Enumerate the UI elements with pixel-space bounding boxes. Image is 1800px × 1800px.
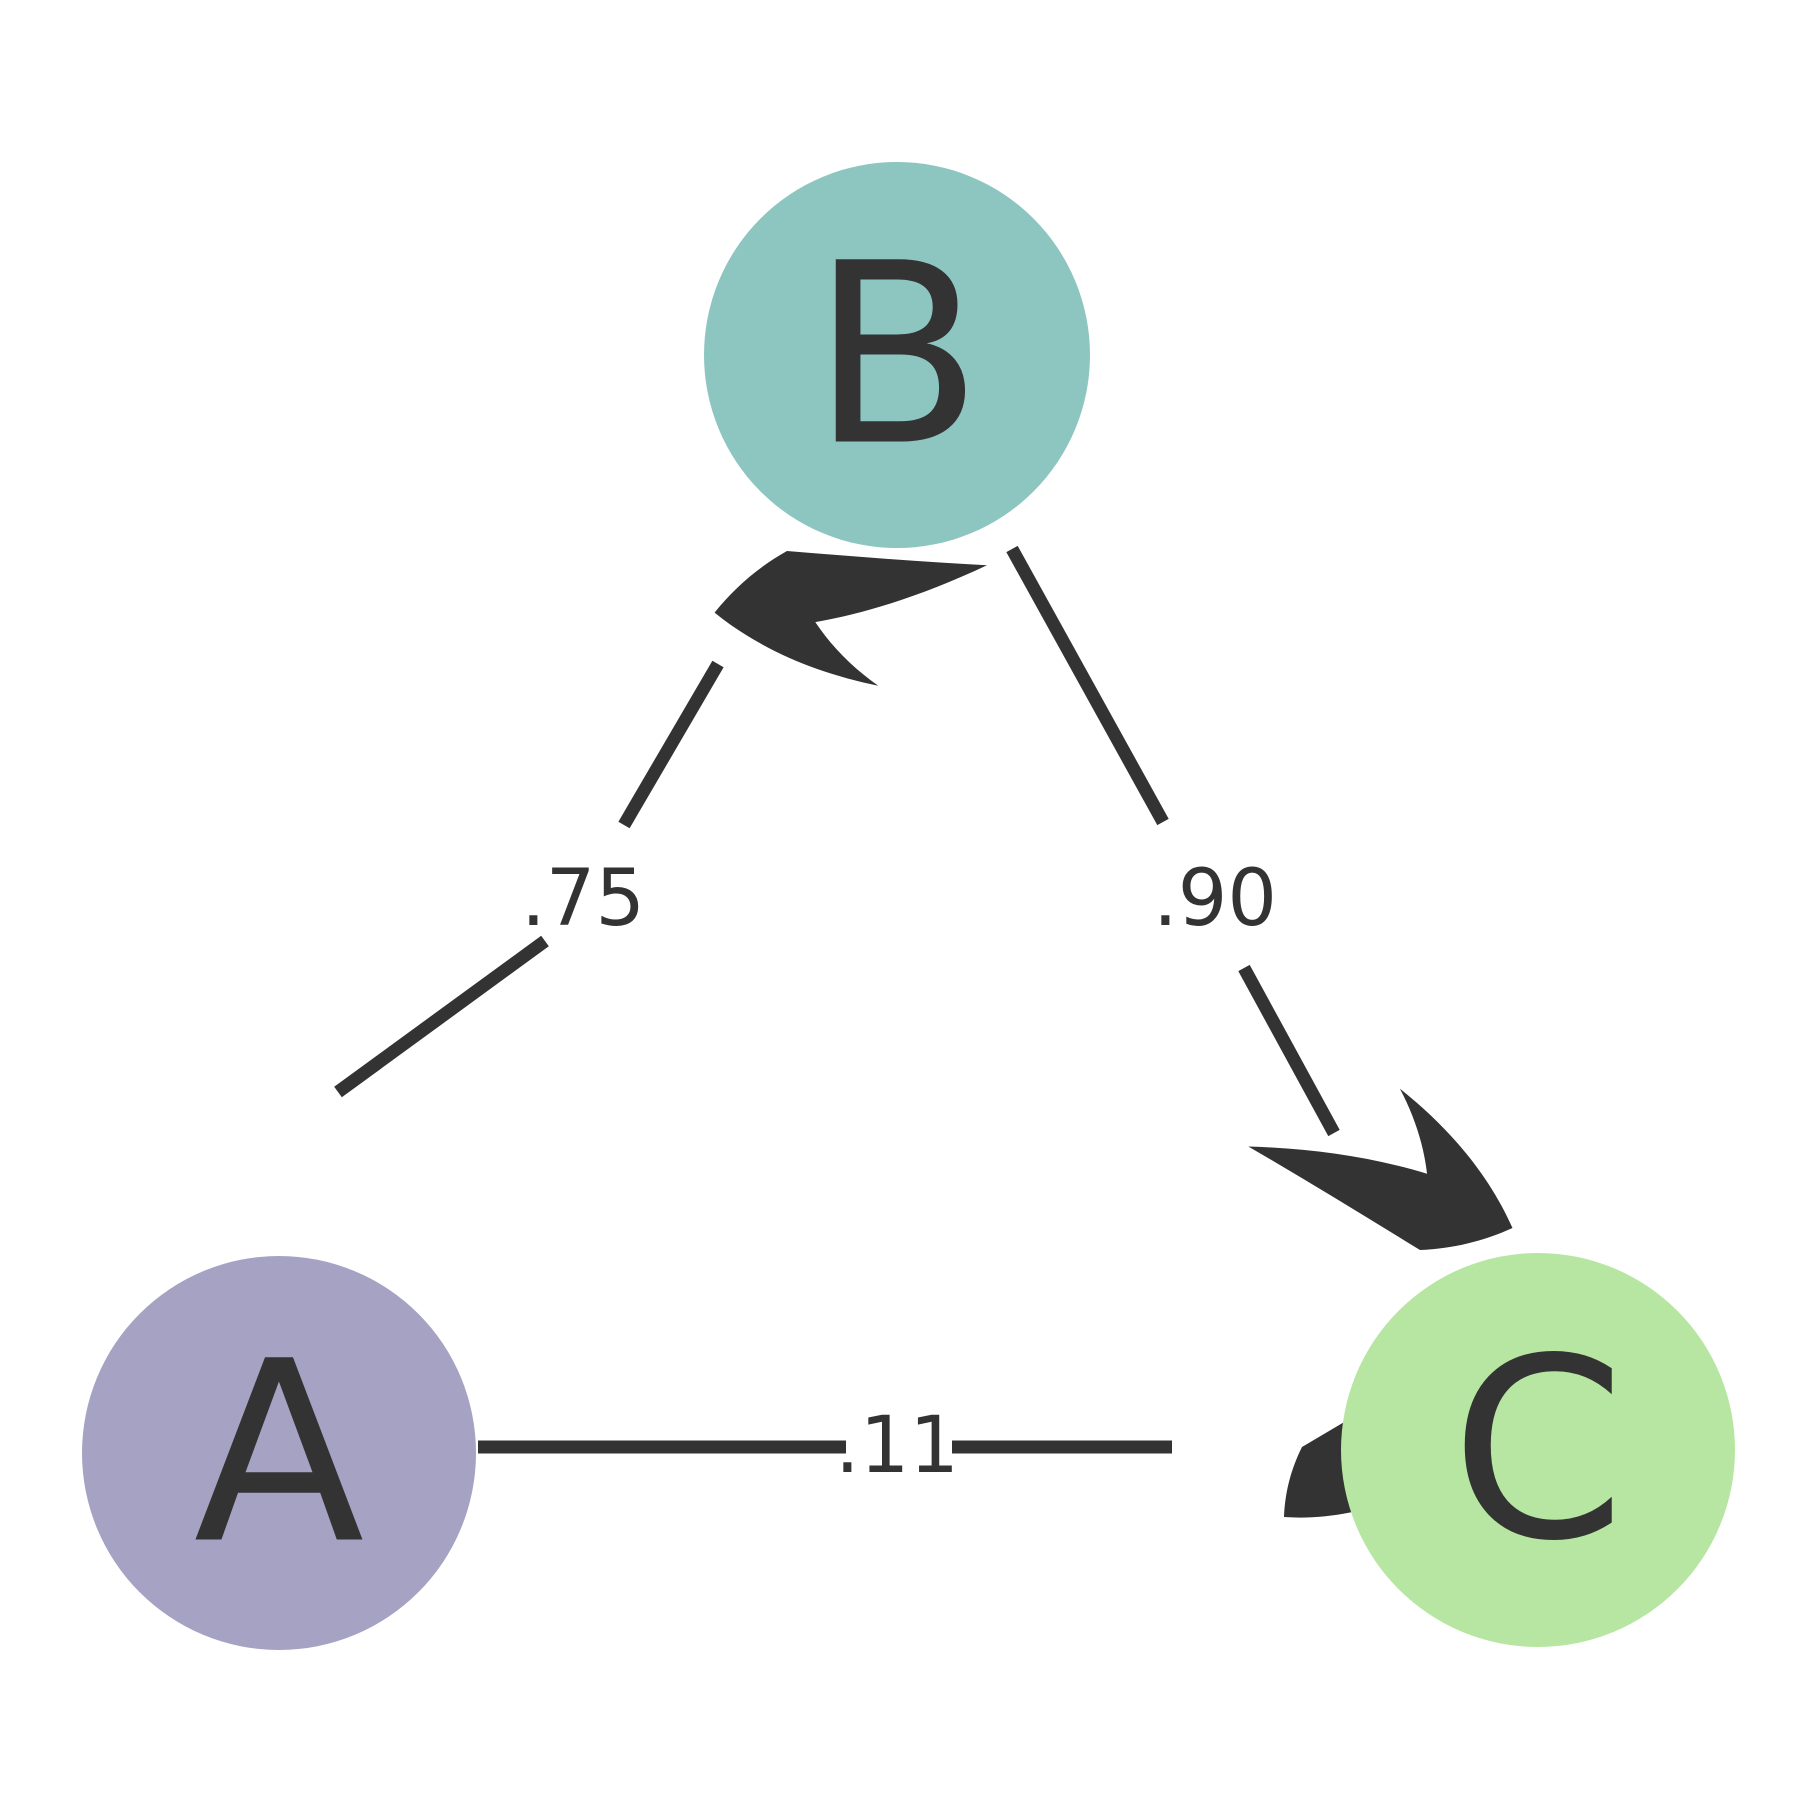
edge-b-to-c-line-lower xyxy=(1238,964,1340,1137)
node-c-label: C xyxy=(1451,1305,1626,1596)
edge-label-a-to-c: .11 xyxy=(835,1401,959,1491)
node-a-label: A xyxy=(193,1308,364,1599)
node-b[interactable]: B xyxy=(704,162,1090,548)
node-c[interactable]: C xyxy=(1341,1253,1735,1647)
edge-label-b-to-c: .90 xyxy=(1153,854,1277,944)
node-b-label: B xyxy=(811,210,983,501)
edge-a-to-b-line-lower xyxy=(334,935,549,1098)
node-a[interactable]: A xyxy=(82,1256,476,1650)
node-c-circle xyxy=(1341,1253,1735,1647)
edge-b-to-c-line-upper xyxy=(1006,545,1169,826)
edge-label-a-to-b: .75 xyxy=(521,854,645,944)
edge-b-to-c-arrowhead xyxy=(1248,1088,1513,1250)
node-a-circle xyxy=(82,1256,476,1650)
edge-a-to-b-arrowhead xyxy=(714,551,987,686)
node-b-circle xyxy=(704,162,1090,548)
edge-b-to-c[interactable] xyxy=(1006,545,1513,1320)
edge-a-to-b-line-upper xyxy=(618,660,724,829)
edge-a-to-b[interactable] xyxy=(334,453,987,1098)
